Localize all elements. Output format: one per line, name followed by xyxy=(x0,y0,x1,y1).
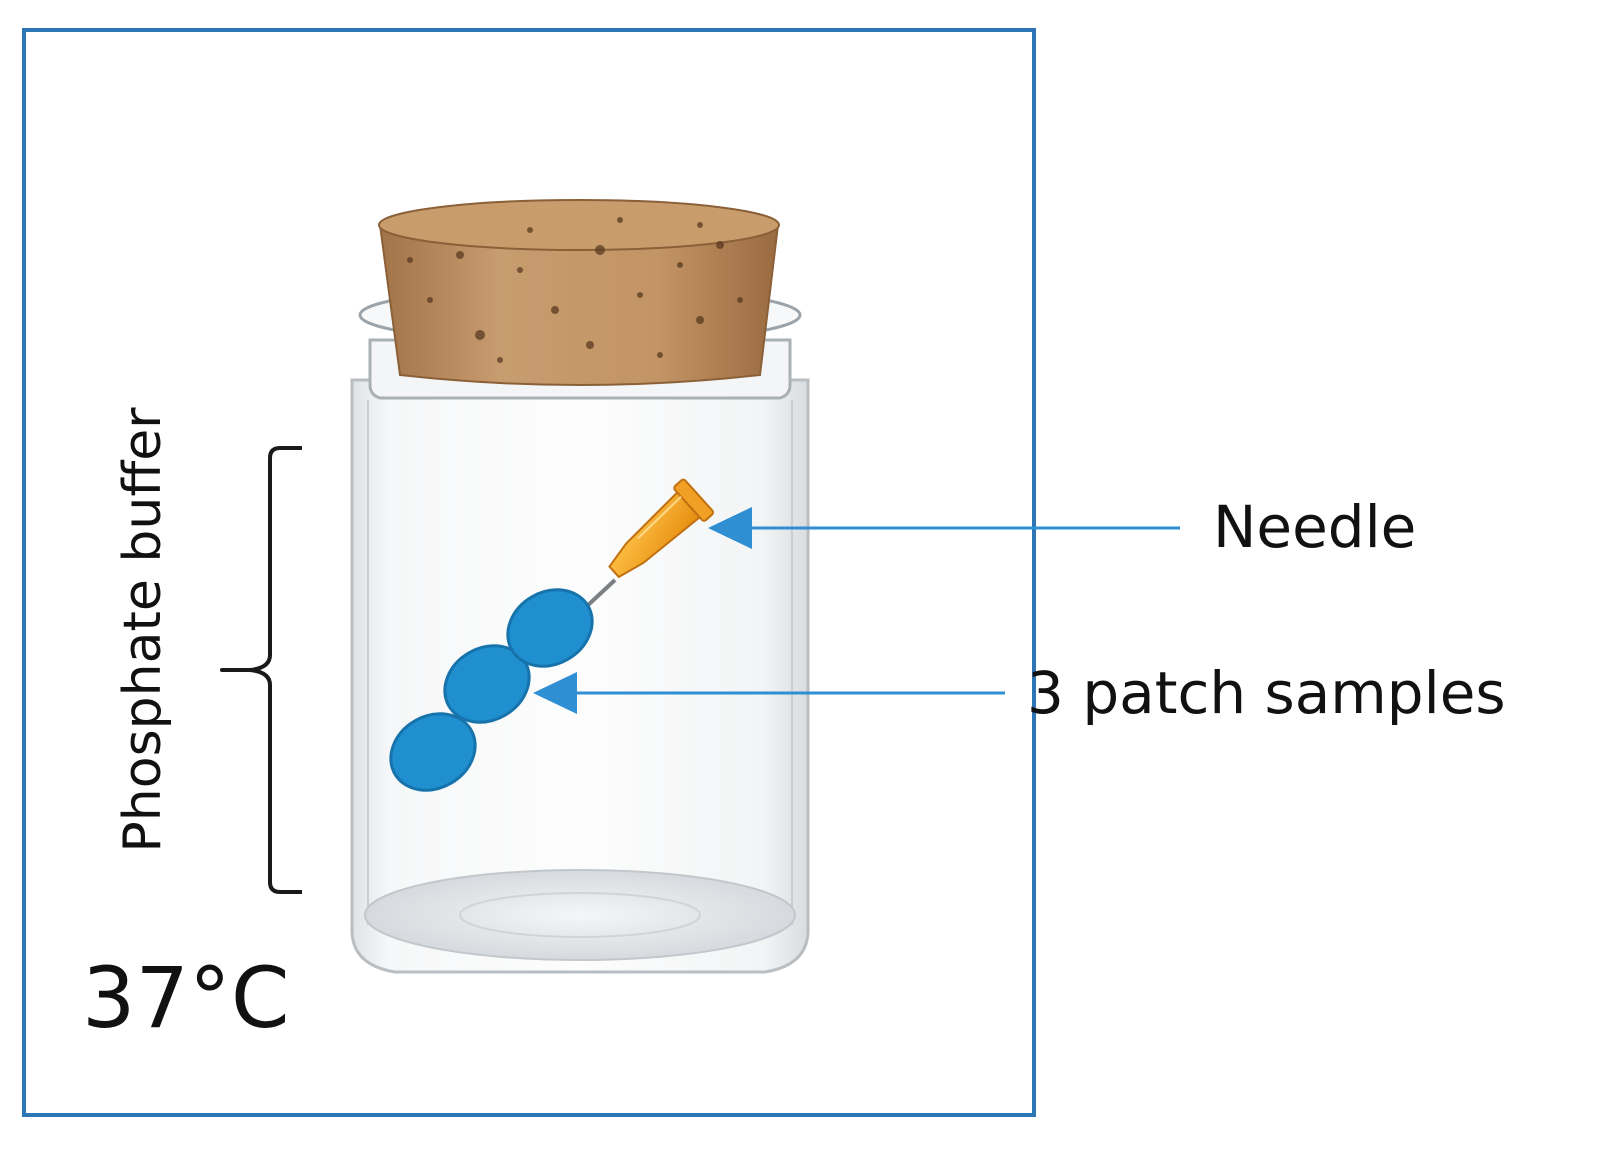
cork-stopper xyxy=(378,199,780,386)
needle-hub xyxy=(608,478,714,579)
needle-label: Needle xyxy=(1213,493,1416,561)
patch-sample-3 xyxy=(389,712,477,792)
phosphate-buffer-label: Phosphate buffer xyxy=(113,407,173,853)
vial-base xyxy=(364,869,796,961)
needle-callout-arrowhead xyxy=(708,507,752,549)
samples-callout xyxy=(533,672,1005,714)
samples-callout-arrowhead xyxy=(533,672,577,714)
diagram-frame xyxy=(22,28,1036,1117)
samples-label: 3 patch samples xyxy=(1027,659,1506,727)
vial-base-inner xyxy=(459,892,701,938)
vial-body xyxy=(350,378,810,974)
cork-texture xyxy=(407,217,743,363)
needle-callout xyxy=(708,507,1180,549)
patch-sample-1 xyxy=(506,588,594,668)
cork-top xyxy=(378,199,780,251)
temperature-label: 37°C xyxy=(82,949,290,1047)
needle-with-patches xyxy=(389,478,714,792)
buffer-bracket xyxy=(220,446,302,894)
